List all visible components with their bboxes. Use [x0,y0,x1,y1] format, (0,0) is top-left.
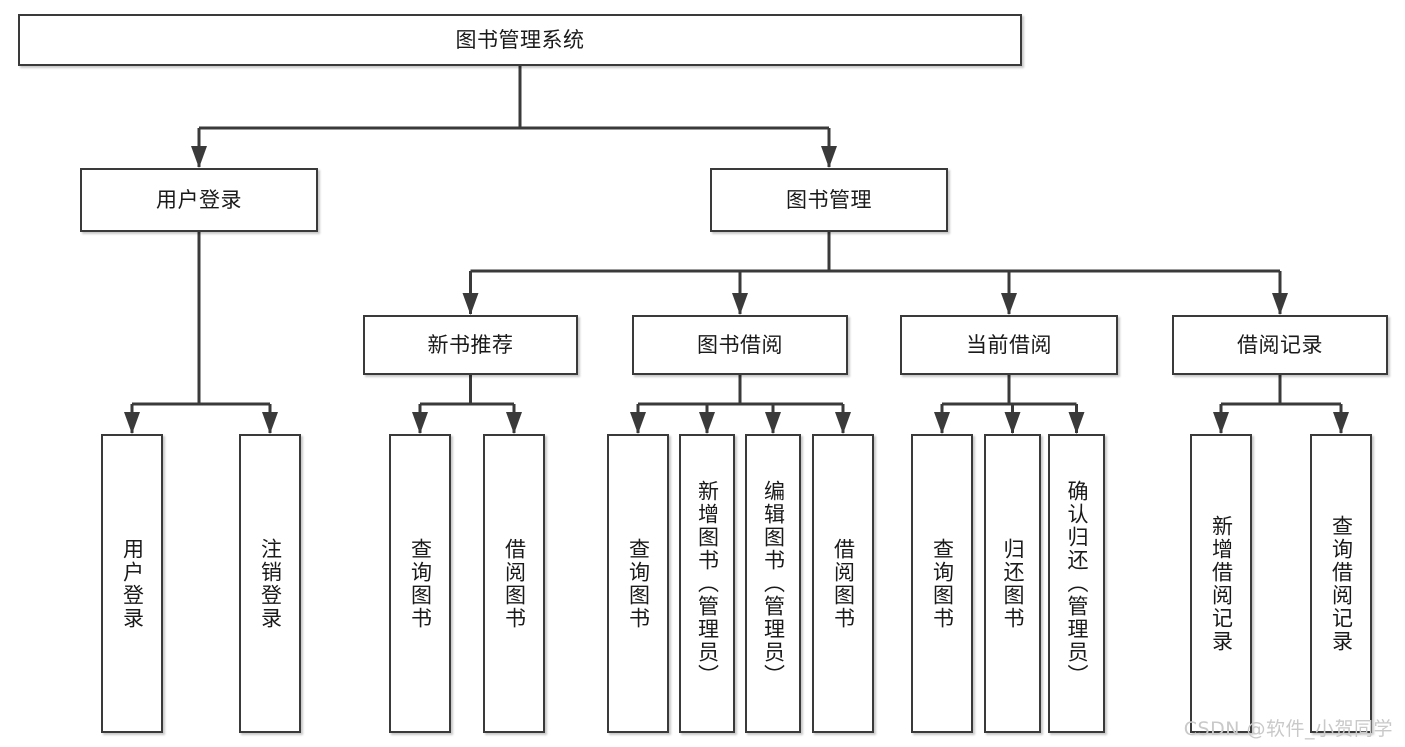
node-label: 查询图书 [930,537,955,630]
node-book-manage[interactable]: 图书管理 [710,168,948,232]
node-user-login[interactable]: 用户登录 [80,168,318,232]
node-label: 用户登录 [120,537,145,630]
node-leaf-query-book-2[interactable]: 查询图书 [607,434,669,733]
node-label: 图书借阅 [697,332,783,357]
node-borrow-record[interactable]: 借阅记录 [1172,315,1388,375]
node-leaf-confirm-return[interactable]: 确认归还（管理员） [1048,434,1105,733]
node-leaf-edit-book[interactable]: 编辑图书（管理员） [745,434,801,733]
node-leaf-user-login[interactable]: 用户登录 [101,434,163,733]
node-leaf-add-book[interactable]: 新增图书（管理员） [679,434,735,733]
node-leaf-logout[interactable]: 注销登录 [239,434,301,733]
node-label: 借阅图书 [502,537,527,630]
node-leaf-borrow-book-2[interactable]: 借阅图书 [812,434,874,733]
node-book-borrow[interactable]: 图书借阅 [632,315,848,375]
node-label: 借阅图书 [831,537,856,630]
node-label: 图书管理 [786,187,872,212]
node-new-book-recommend[interactable]: 新书推荐 [363,315,578,375]
node-label: 查询图书 [626,537,651,630]
node-leaf-query-record[interactable]: 查询借阅记录 [1310,434,1372,733]
node-label: 查询借阅记录 [1329,514,1354,653]
node-leaf-borrow-book-1[interactable]: 借阅图书 [483,434,545,733]
node-label: 当前借阅 [966,332,1052,357]
node-leaf-add-record[interactable]: 新增借阅记录 [1190,434,1252,733]
node-label: 新增借阅记录 [1209,514,1234,653]
node-label: 确认归还（管理员） [1065,480,1089,687]
node-label: 新书推荐 [427,332,514,357]
node-current-borrow[interactable]: 当前借阅 [900,315,1118,375]
node-label: 注销登录 [258,537,283,630]
node-label: 借阅记录 [1237,332,1323,357]
node-root[interactable]: 图书管理系统 [18,14,1022,66]
node-leaf-query-book-1[interactable]: 查询图书 [389,434,451,733]
node-leaf-query-book-3[interactable]: 查询图书 [911,434,973,733]
node-label: 用户登录 [156,187,242,212]
node-label: 新增图书（管理员） [695,480,720,687]
node-label: 图书管理系统 [455,27,585,52]
node-leaf-return-book[interactable]: 归还图书 [984,434,1041,733]
node-label: 归还图书 [1001,537,1025,630]
node-label: 编辑图书（管理员） [761,480,786,687]
node-label: 查询图书 [408,537,433,630]
